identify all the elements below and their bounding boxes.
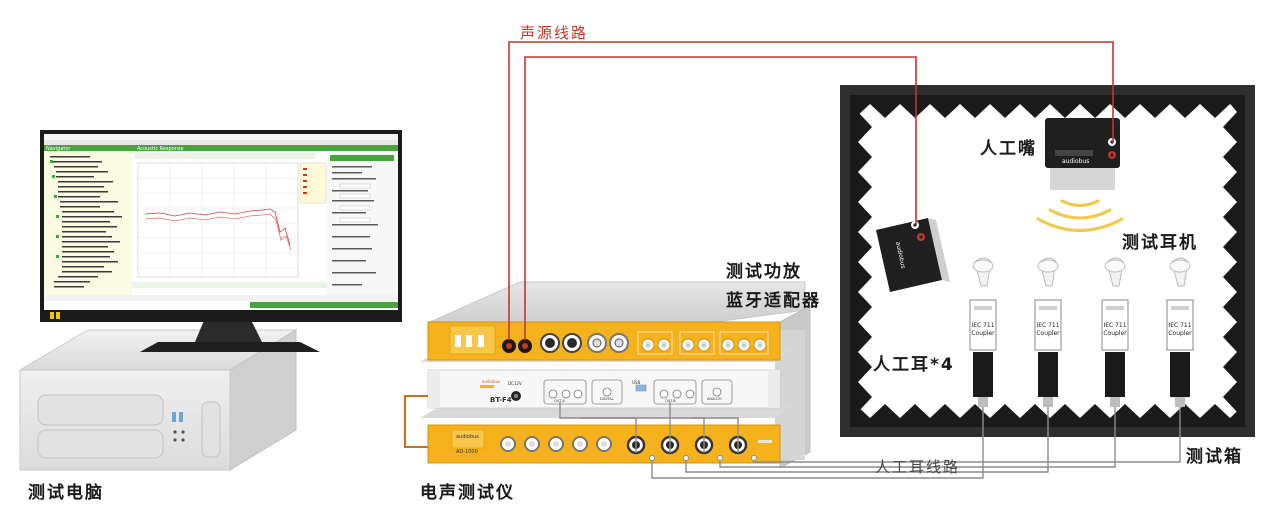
- test-box-label: 测试箱: [1186, 447, 1243, 467]
- test-pc: [18, 329, 298, 471]
- ear-line-label: 人工耳线路: [875, 458, 961, 476]
- navigator-title: Navigator: [46, 146, 71, 152]
- bt-adapter-unit: [427, 369, 781, 409]
- coupler-line2: Coupler: [1036, 330, 1060, 337]
- analyzer-unit: [427, 424, 781, 464]
- coupler-label-3: IEC 711 Coupler: [1100, 322, 1130, 338]
- earbud-coupler-1: [969, 257, 997, 407]
- bt-brand-text: audiobus: [482, 379, 500, 384]
- usb-label: USB: [632, 380, 640, 385]
- bt-model-text: BT-F4: [490, 396, 512, 404]
- coupler-line1: IEC 711: [1036, 322, 1060, 329]
- analyzer-label: 电声测试仪: [420, 483, 515, 503]
- analyzer-model-text: AD-1000: [456, 449, 478, 455]
- mouth-brand-text: audiobus: [1062, 158, 1089, 165]
- earbud-coupler-4: [1166, 257, 1194, 407]
- test-pc-label: 测试电脑: [28, 483, 104, 503]
- coupler-label-2: IEC 711 Coupler: [1033, 322, 1063, 338]
- mouth-label: 人工嘴: [980, 139, 1037, 159]
- earbud-coupler-2: [1034, 257, 1062, 407]
- artificial-mouth: [1045, 118, 1120, 190]
- coupler-line2: Coupler: [1168, 330, 1192, 337]
- out-a-label: OUT-A: [554, 399, 565, 403]
- analog-label: ANALOG: [707, 397, 722, 401]
- digital-label: DIGITAL: [600, 397, 614, 401]
- test-headphone-label: 测试耳机: [1122, 233, 1198, 253]
- coupler-label-1: IEC 711 Coupler: [968, 322, 998, 338]
- coupler-line2: Coupler: [971, 330, 995, 337]
- pc-led-icon: [172, 412, 176, 422]
- bt-adapter-label: 蓝牙适配器: [726, 291, 821, 311]
- dc-label: DC12V: [508, 381, 522, 386]
- coupler-line1: IEC 711: [971, 322, 995, 329]
- analyzer-brand-text: audiobus: [456, 434, 479, 440]
- coupler-line1: IEC 711: [1103, 322, 1127, 329]
- source-lines: [508, 41, 1114, 340]
- sound-wave-icon: [1036, 199, 1124, 232]
- ear-label: 人工耳*4: [873, 355, 955, 375]
- test-amp-unit: [427, 321, 781, 361]
- test-box: [840, 85, 1255, 437]
- coupler-label-4: IEC 711 Coupler: [1165, 322, 1195, 338]
- earbud-coupler-3: [1101, 257, 1129, 407]
- sound-source-line-label: 声源线路: [520, 24, 589, 42]
- coupler-line2: Coupler: [1103, 330, 1127, 337]
- app-title: Acoustic Response: [137, 146, 184, 152]
- monitor: Acoustic Response Navigator: [40, 130, 402, 352]
- rack: [404, 281, 811, 469]
- bt-line: [404, 395, 428, 448]
- test-amp-label: 测试功放: [726, 262, 802, 282]
- coupler-line1: IEC 711: [1168, 322, 1192, 329]
- ear-lines: [559, 402, 1181, 479]
- artificial-mouth-2: [876, 218, 950, 292]
- out-b-label: OUT-B: [665, 399, 676, 403]
